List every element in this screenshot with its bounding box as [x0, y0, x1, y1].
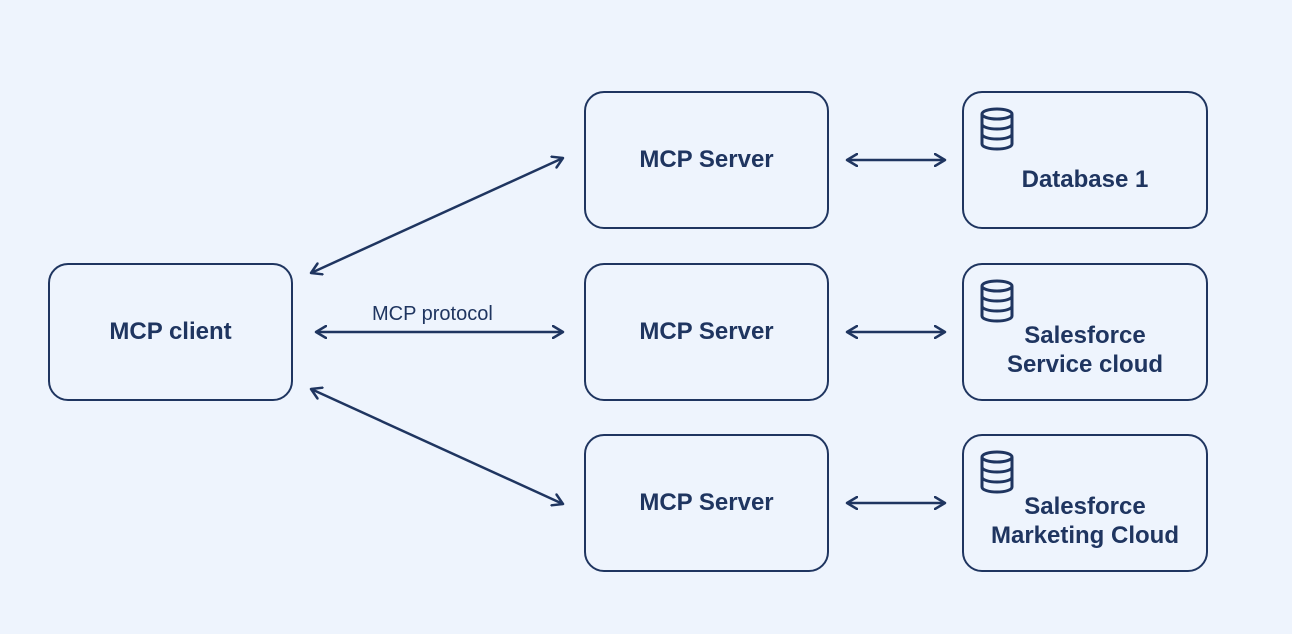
resource-label-line1: Salesforce — [1024, 493, 1146, 520]
mcp-server-label: MCP Server — [639, 318, 774, 345]
mcp-client-box: MCP client — [48, 263, 293, 401]
mcp-server-label: MCP Server — [639, 489, 774, 516]
arrow-client-server-1 — [311, 158, 563, 273]
mcp-client-label: MCP client — [109, 318, 232, 345]
mcp-server-label: MCP Server — [639, 146, 774, 173]
database-icon — [980, 107, 1014, 151]
resource-label-line2: Marketing Cloud — [990, 522, 1179, 549]
protocol-label: MCP protocol — [372, 303, 493, 325]
resource-box-database-1: Database 1 — [962, 91, 1208, 229]
resource-box-salesforce-service-cloud: Salesforce Service cloud — [962, 263, 1208, 401]
mcp-server-box-3: MCP Server — [584, 434, 829, 572]
database-icon — [980, 450, 1014, 494]
resource-label-line2: Service cloud — [1006, 351, 1164, 378]
mcp-server-box-1: MCP Server — [584, 91, 829, 229]
resource-box-salesforce-marketing-cloud: Salesforce Marketing Cloud — [962, 434, 1208, 572]
resource-label: Salesforce Marketing Cloud — [991, 456, 1179, 550]
database-icon — [980, 279, 1014, 323]
arrow-client-server-3 — [311, 389, 563, 504]
resource-label: Salesforce Service cloud — [1007, 285, 1163, 379]
resource-label-line1: Salesforce — [1024, 322, 1146, 349]
resource-label-line1: Database 1 — [1021, 165, 1149, 193]
resource-label: Database 1 — [1022, 127, 1149, 194]
mcp-server-box-2: MCP Server — [584, 263, 829, 401]
